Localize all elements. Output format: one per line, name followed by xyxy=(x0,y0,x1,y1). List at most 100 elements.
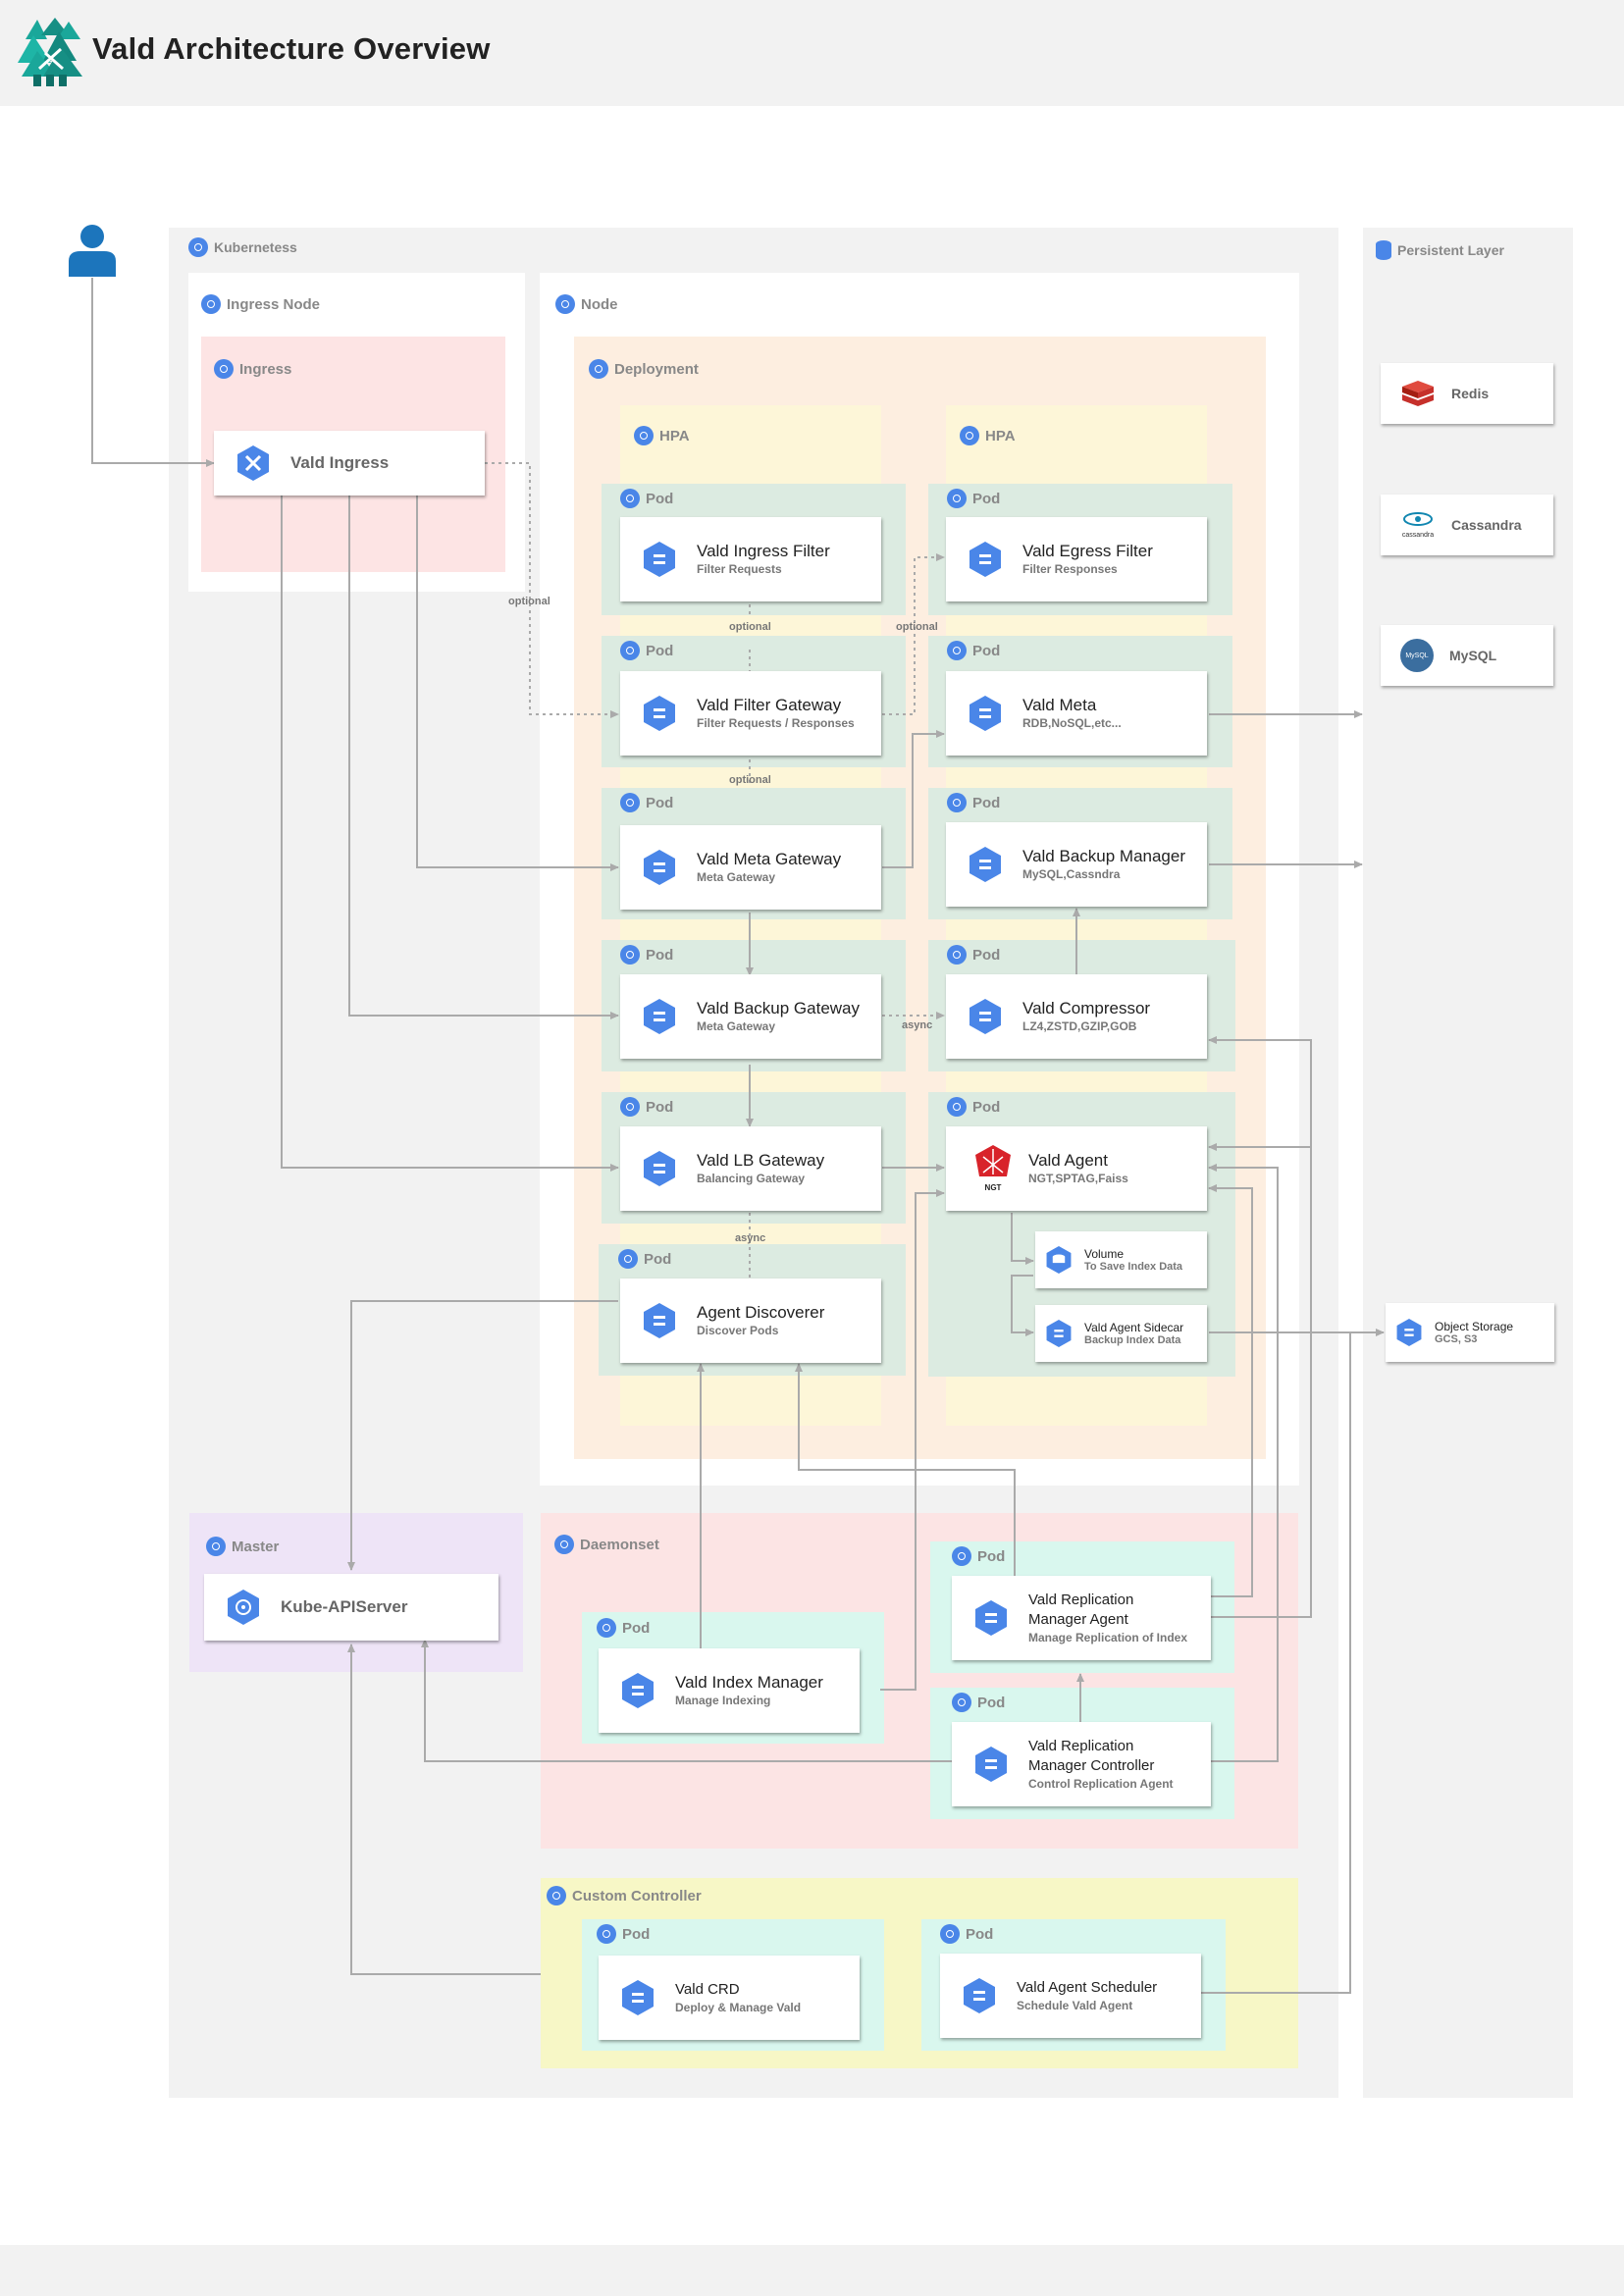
meta-title: Vald Meta xyxy=(1022,696,1097,714)
pod-label: Pod xyxy=(952,1546,1005,1566)
mysql-card[interactable]: MySQL MySQL xyxy=(1381,625,1553,686)
service-hex-icon xyxy=(975,1747,1007,1782)
volume-title: Volume xyxy=(1084,1246,1125,1261)
replication-agent-sub: Manage Replication of Index xyxy=(1028,1631,1188,1644)
pod-label: Pod xyxy=(620,945,673,965)
pod-label: Pod xyxy=(940,1924,993,1944)
edge-label-async: async xyxy=(735,1232,766,1244)
master-label: Master xyxy=(206,1537,279,1556)
database-icon xyxy=(1376,240,1391,260)
backup-gateway-title: Vald Backup Gateway xyxy=(697,999,860,1018)
agent-discoverer-title: Agent Discoverer xyxy=(697,1303,825,1322)
meta-gateway-sub: Meta Gateway xyxy=(697,870,776,884)
service-hex-icon xyxy=(644,1151,675,1186)
custom-controller-icon xyxy=(547,1886,566,1905)
pod-label: Pod xyxy=(947,489,1000,508)
replication-agent-card[interactable]: Vald Replication Manager Agent Manage Re… xyxy=(952,1576,1211,1660)
pod-label-text: Pod xyxy=(622,1619,651,1637)
pod-label: Pod xyxy=(947,1097,1000,1117)
backup-manager-sub: MySQL,Cassndra xyxy=(1022,867,1121,881)
edge-label-optional: optional xyxy=(729,774,771,786)
redis-icon xyxy=(1402,381,1434,406)
replication-controller-sub: Control Replication Agent xyxy=(1028,1777,1174,1791)
agent-discoverer-sub: Discover Pods xyxy=(697,1324,779,1337)
object-storage-sub: GCS, S3 xyxy=(1435,1332,1478,1345)
pod-icon xyxy=(947,641,967,660)
service-hex-icon xyxy=(644,999,675,1034)
service-hex-icon xyxy=(969,542,1001,577)
node-icon xyxy=(201,294,221,314)
cassandra-title: Cassandra xyxy=(1451,517,1522,533)
pod-label-text: Pod xyxy=(646,1098,674,1116)
pod-icon xyxy=(620,641,640,660)
replication-controller-card[interactable]: Vald Replication Manager Controller Cont… xyxy=(952,1722,1211,1806)
ingress-icon xyxy=(214,359,234,379)
persistent-layer-label-text: Persistent Layer xyxy=(1397,242,1504,258)
deployment-label-text: Deployment xyxy=(614,360,699,378)
pod-icon xyxy=(952,1546,971,1566)
hpa-left-label-text: HPA xyxy=(659,427,690,444)
volume-sub: To Save Index Data xyxy=(1084,1260,1183,1273)
hpa-right-label: HPA xyxy=(960,426,1016,445)
edge-label-async: async xyxy=(902,1019,933,1031)
service-hex-icon xyxy=(644,850,675,885)
pod-label: Pod xyxy=(952,1693,1005,1712)
pod-label: Pod xyxy=(620,1097,673,1117)
redis-card[interactable]: Redis xyxy=(1381,363,1553,424)
hpa-icon xyxy=(634,426,654,445)
lb-gateway-sub: Balancing Gateway xyxy=(697,1172,806,1185)
agent-sidecar-title: Vald Agent Sidecar xyxy=(1084,1320,1184,1334)
mysql-icon: MySQL xyxy=(1400,639,1434,672)
kube-apiserver-title: Kube-APIServer xyxy=(281,1597,408,1616)
pod-label: Pod xyxy=(947,793,1000,812)
service-hex-icon xyxy=(622,1980,654,2015)
vald-logo xyxy=(18,18,82,86)
pod-label-text: Pod xyxy=(972,794,1001,811)
pod-label: Pod xyxy=(620,641,673,660)
cassandra-card[interactable]: cassandra Cassandra xyxy=(1381,495,1553,555)
ingress-label: Ingress xyxy=(214,359,291,379)
storage-hex-icon xyxy=(1396,1319,1422,1346)
edge-label-optional: optional xyxy=(729,621,771,633)
pod-icon xyxy=(947,793,967,812)
service-hex-icon xyxy=(644,542,675,577)
service-hex-icon xyxy=(969,999,1001,1034)
user-icon xyxy=(69,225,116,277)
cassandra-icon: cassandra xyxy=(1398,511,1438,539)
service-hex-icon xyxy=(975,1600,1007,1636)
vald-crd-title: Vald CRD xyxy=(675,1981,740,1998)
pod-label-text: Pod xyxy=(972,490,1001,507)
pod-icon xyxy=(947,1097,967,1117)
pod-label: Pod xyxy=(620,489,673,508)
ingress-filter-title: Vald Ingress Filter xyxy=(697,542,830,560)
pod-label-text: Pod xyxy=(646,794,674,811)
pod-label: Pod xyxy=(618,1249,671,1269)
replication-agent-title-1: Vald Replication xyxy=(1028,1592,1134,1608)
backup-gateway-sub: Meta Gateway xyxy=(697,1019,776,1033)
index-manager-sub: Manage Indexing xyxy=(675,1694,771,1707)
kube-apiserver-card[interactable]: Kube-APIServer xyxy=(204,1574,498,1641)
pod-icon xyxy=(620,945,640,965)
node-label: Node xyxy=(555,294,618,314)
vald-ingress-card[interactable]: Vald Ingress xyxy=(214,431,485,496)
hpa-left-label: HPA xyxy=(634,426,690,445)
footer-bar xyxy=(0,2245,1624,2296)
